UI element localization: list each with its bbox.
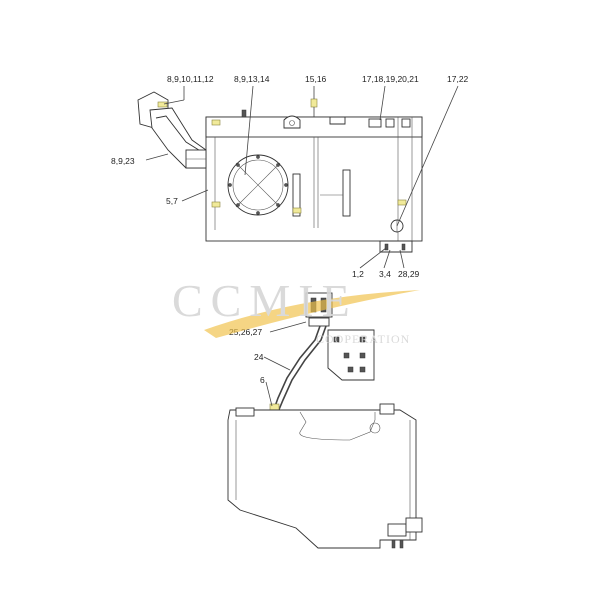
lower-tank — [227, 403, 423, 549]
lifting-lug — [283, 115, 301, 129]
level-gauge-right — [342, 169, 351, 217]
watermark: CCMIE COOPERATION — [172, 275, 420, 346]
watermark-swoosh — [204, 290, 420, 338]
callout-8-9-10-11-12: 8,9,10,11,12 — [167, 74, 214, 84]
callout-1-2: 1,2 — [352, 269, 364, 279]
filler-cap — [310, 98, 318, 108]
callout-15-16: 15,16 — [305, 74, 327, 84]
callout-25-26-27: 25,26,27 — [229, 327, 262, 337]
callout-17-18-19-20-21: 17,18,19,20,21 — [362, 74, 419, 84]
callout-8-9-13-14: 8,9,13,14 — [234, 74, 270, 84]
callout-5-7: 5,7 — [166, 196, 178, 206]
upper-tank-assembly — [137, 91, 423, 253]
callout-28-29: 28,29 — [398, 269, 420, 279]
lower-tank-body — [227, 409, 417, 549]
watermark-brand: CCMIE — [172, 275, 358, 326]
callout-3-4: 3,4 — [379, 269, 391, 279]
callout-labels: 8,9,10,11,12 8,9,13,14 15,16 17,18,19,20… — [111, 74, 469, 385]
callout-24: 24 — [254, 352, 264, 362]
cover-bolts — [228, 155, 288, 215]
callout-8-9-23: 8,9,23 — [111, 156, 135, 166]
watermark-subtitle: COOPERATION — [316, 332, 410, 346]
breather-elbow — [137, 91, 207, 169]
callout-6: 6 — [260, 375, 265, 385]
level-gauge-left — [292, 173, 301, 217]
top-fitting-left — [241, 109, 247, 118]
hose-assembly — [269, 292, 375, 413]
leader-lines — [145, 85, 459, 407]
callout-17-22: 17,22 — [447, 74, 469, 84]
